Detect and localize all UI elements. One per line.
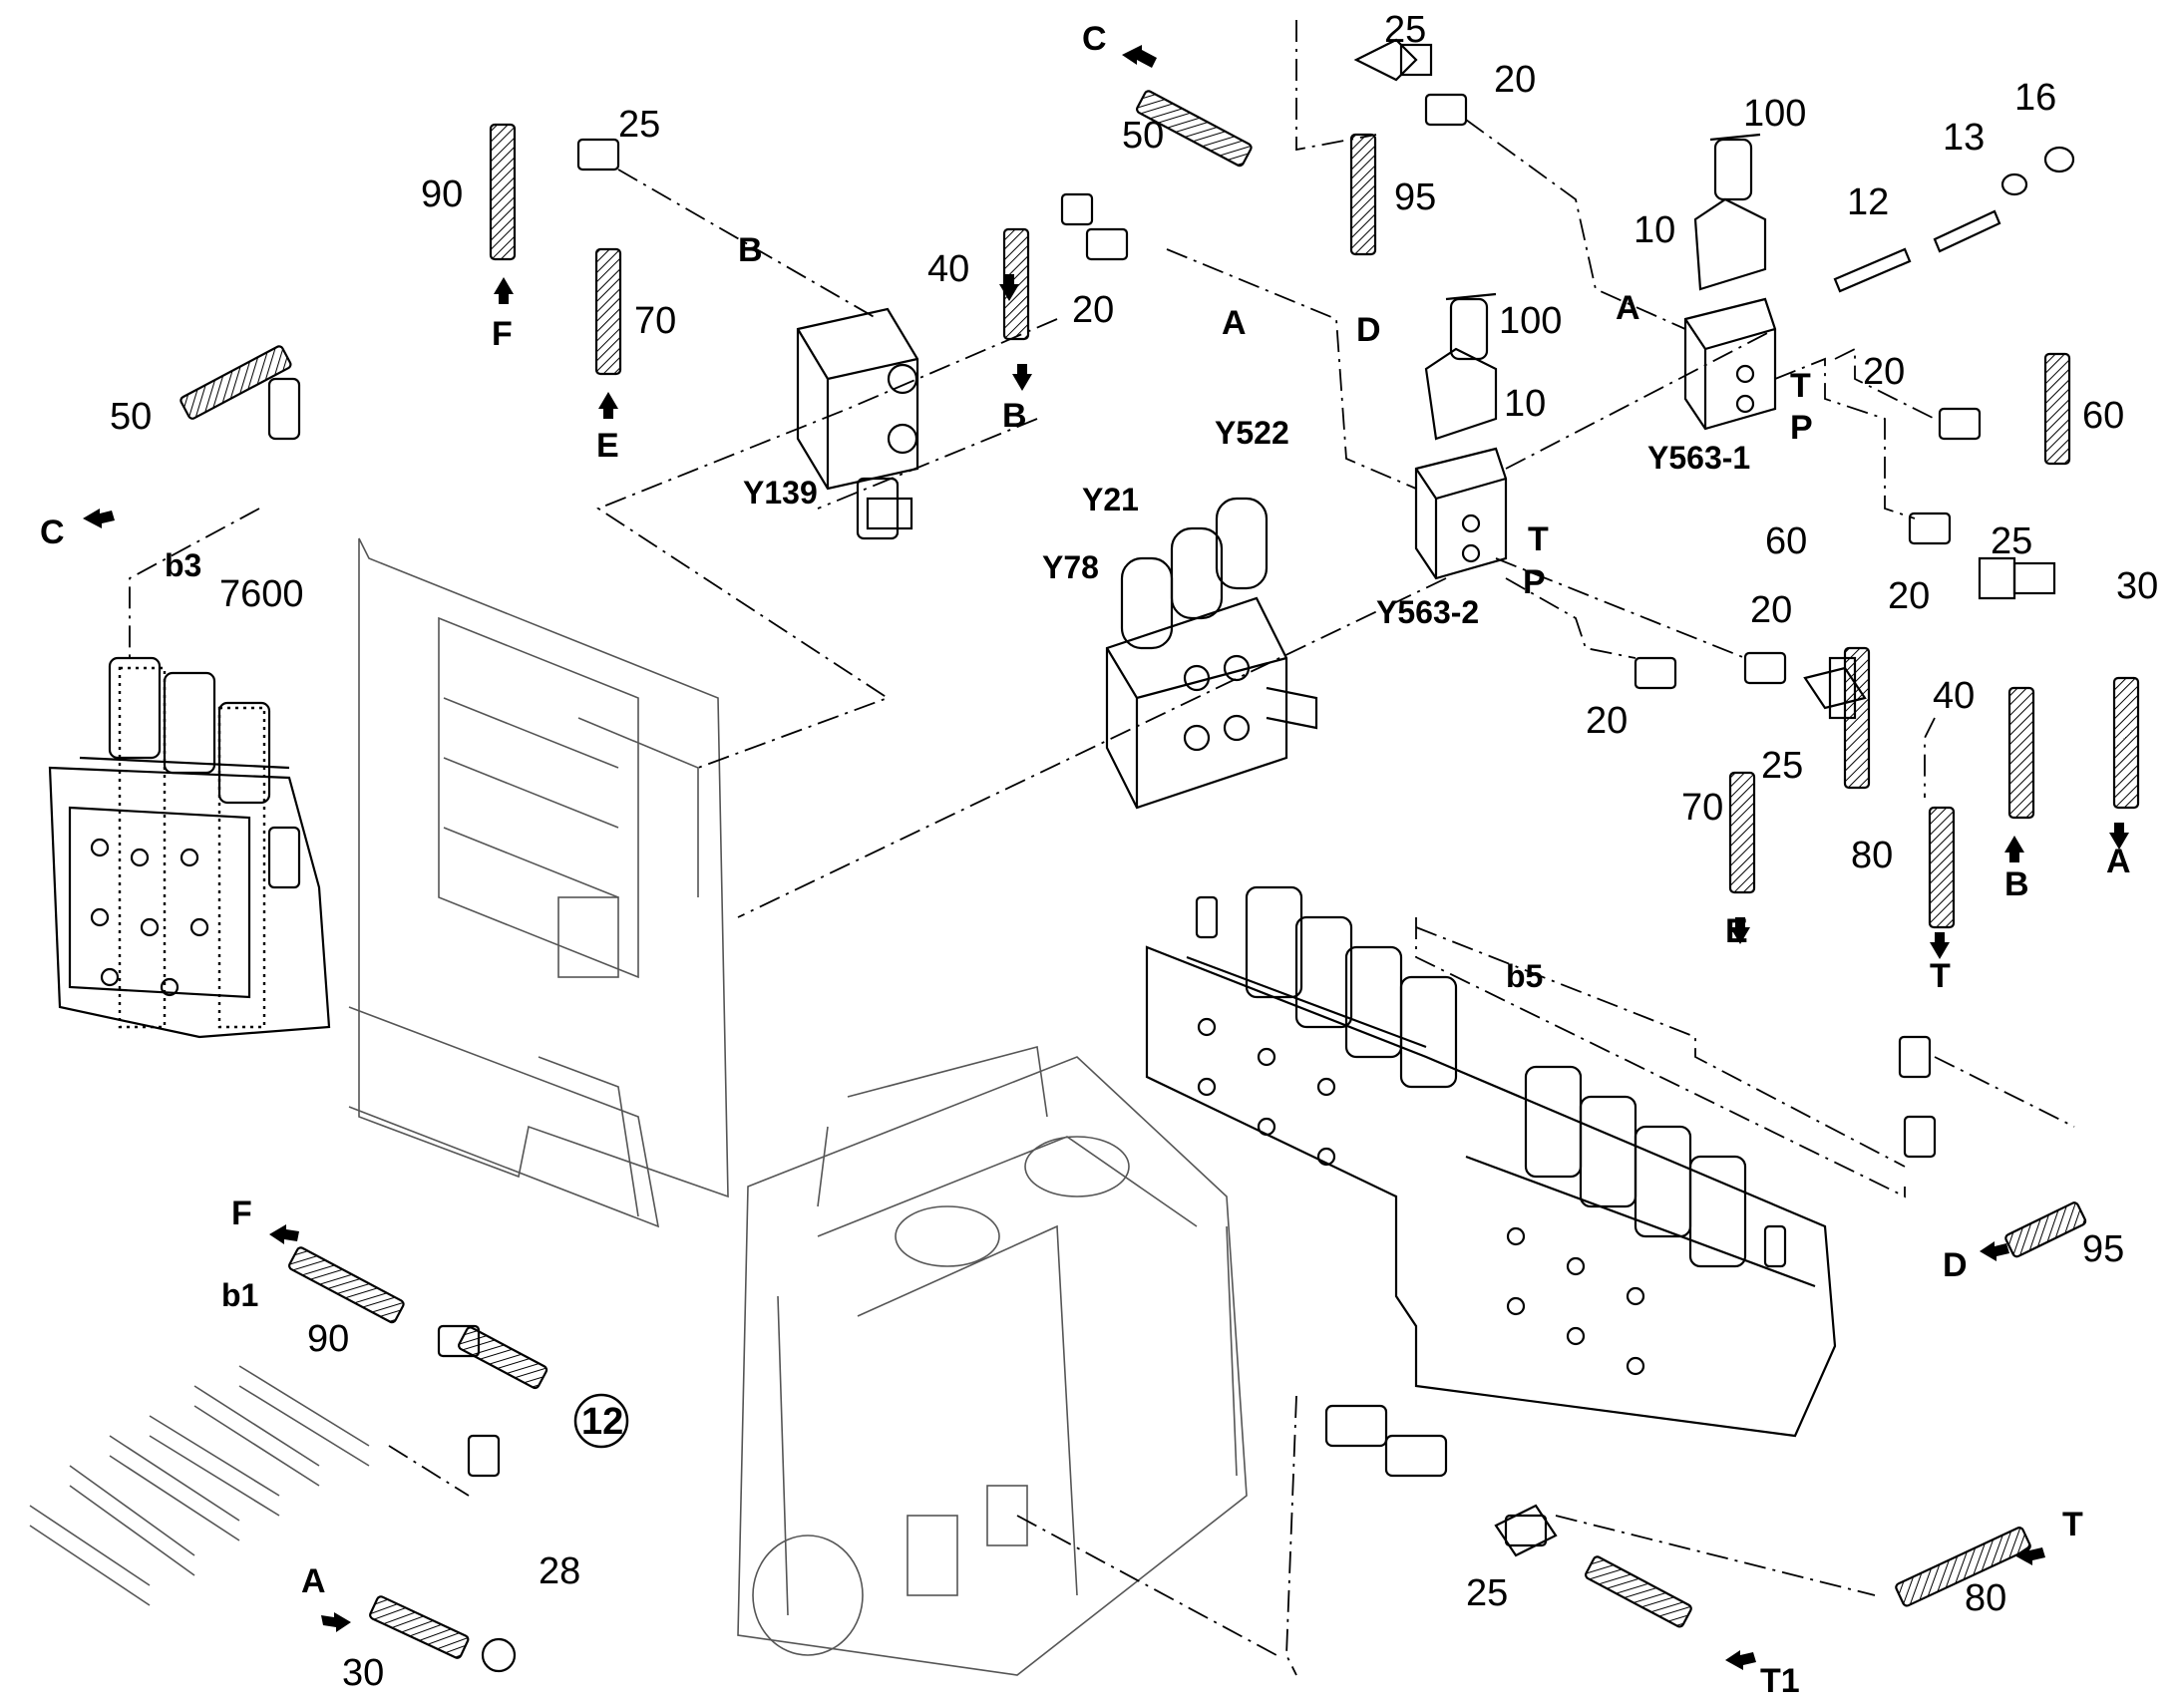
label-25-right: 25 (1991, 520, 2032, 562)
port-t-563-2: T (1528, 520, 1549, 558)
label-60-right: 60 (2082, 395, 2124, 437)
label-40-mid: 40 (927, 248, 969, 290)
callout-circle-12 (573, 1393, 629, 1449)
label-80-mid: 80 (1851, 835, 1893, 876)
port-c-left: C (40, 513, 65, 551)
label-10-b: 10 (1504, 383, 1546, 425)
label-50-left: 50 (110, 396, 152, 438)
port-letters: C D A B F E B A T P T P C E T B A D F A … (40, 20, 2131, 1700)
label-20-right: 20 (1863, 351, 1905, 393)
control-valve-block-right (1145, 885, 1837, 1438)
control-valve-block-left (48, 656, 331, 1039)
hoses (180, 90, 2140, 1659)
label-60-mid: 60 (1765, 520, 1807, 562)
pressure-valve-y563-1 (1683, 133, 1777, 431)
label-25-bottom: 25 (1466, 1572, 1508, 1614)
port-p-563-2: P (1523, 563, 1546, 601)
label-20-r4: 20 (1586, 700, 1628, 742)
label-30-bottom: 30 (342, 1652, 384, 1694)
label-20-r2: 20 (1888, 575, 1930, 617)
dashdot-connections (129, 20, 2075, 1676)
label-20-top: 20 (1494, 59, 1536, 101)
label-70-mid: 70 (1681, 787, 1723, 829)
label-30-right: 30 (2116, 565, 2158, 607)
label-100-b: 100 (1499, 300, 1562, 342)
label-28: 28 (539, 1550, 580, 1592)
label-25-left: 25 (618, 104, 660, 146)
label-y139: Y139 (743, 475, 818, 511)
label-12-rod: 12 (1847, 181, 1889, 223)
port-a-top: A (1616, 289, 1640, 327)
label-90-top: 90 (421, 173, 463, 215)
port-t-bottom-right: T (2062, 1506, 2083, 1543)
port-f-bottom: F (231, 1195, 252, 1232)
port-e-mid: E (1725, 912, 1748, 950)
label-b3: b3 (165, 547, 201, 583)
b1-hose-bundle (29, 1365, 370, 1606)
label-b5: b5 (1506, 958, 1543, 994)
component-codes: Y139 Y522 Y21 Y78 Y563-1 Y563-2 b3 b1 b5 (165, 415, 1750, 1313)
port-c-top: C (1082, 20, 1107, 58)
label-100-a: 100 (1743, 93, 1806, 135)
label-16: 16 (2014, 77, 2056, 119)
port-p-563-1: P (1790, 409, 1813, 447)
port-a-line: A (1222, 304, 1247, 342)
label-12-circle: 12 (581, 1401, 623, 1443)
label-13: 13 (1943, 117, 1985, 159)
direction-arrows (83, 45, 2129, 1670)
port-a-bottom: A (301, 1562, 326, 1600)
port-t-563-1: T (1790, 367, 1811, 405)
pressure-valve-y563-2 (1414, 292, 1508, 580)
port-t-mid: T (1930, 957, 1951, 995)
fittings (267, 38, 2056, 1673)
label-7600: 7600 (219, 573, 304, 615)
frame-plate (348, 537, 729, 1228)
label-80-bottom: 80 (1965, 1577, 2006, 1619)
label-y78: Y78 (1042, 549, 1099, 585)
b5-bracket (1415, 926, 1906, 1168)
label-y522: Y522 (1215, 415, 1289, 451)
part-numbers: 25 20 50 95 100 13 16 12 10 90 25 70 40 … (110, 9, 2158, 1694)
stud-nut-washer (1833, 146, 2075, 293)
label-90-bottom: 90 (307, 1318, 349, 1360)
port-d-right: D (1943, 1246, 1968, 1284)
label-70-left: 70 (634, 300, 676, 342)
label-20-mid: 20 (1072, 289, 1114, 331)
port-e-top: E (596, 427, 619, 465)
port-b-right: B (2004, 865, 2029, 903)
port-b-mid: B (1002, 397, 1027, 435)
label-40-right: 40 (1933, 675, 1975, 717)
label-50-top: 50 (1122, 115, 1164, 157)
port-b-line: B (738, 231, 763, 269)
label-y21: Y21 (1082, 482, 1139, 517)
label-10-a: 10 (1634, 209, 1675, 251)
port-a-right: A (2106, 843, 2131, 880)
port-d-top: D (1356, 311, 1381, 349)
label-y563-1: Y563-1 (1647, 440, 1750, 476)
b3-dotted-outlines (118, 666, 266, 1029)
label-95-bottom: 95 (2082, 1228, 2124, 1270)
port-f-top: F (492, 315, 513, 353)
port-t1: T1 (1760, 1662, 1800, 1700)
label-95-top: 95 (1394, 176, 1436, 218)
valve-block-y78-y21-y522 (1105, 497, 1318, 810)
label-20-r3: 20 (1750, 589, 1792, 631)
label-y563-2: Y563-2 (1376, 594, 1479, 630)
label-25-top: 25 (1384, 9, 1426, 51)
label-b1: b1 (221, 1277, 258, 1313)
transmission-housing (737, 1045, 1248, 1676)
label-25-mid: 25 (1761, 745, 1803, 787)
